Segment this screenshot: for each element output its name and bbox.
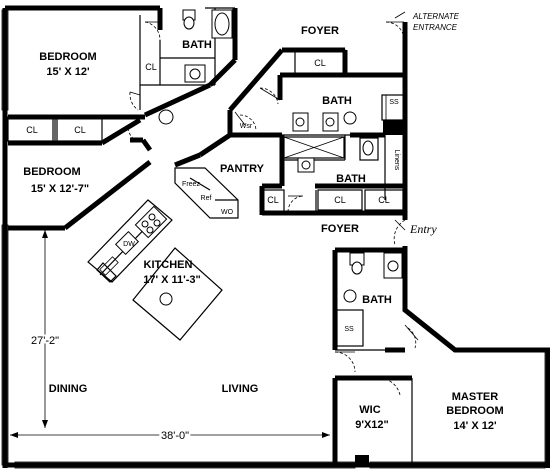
bedroom-1-size: 15' X 12' (46, 66, 90, 78)
dishwasher-label: DW (123, 241, 135, 248)
dimension-width: 38'-0" (161, 430, 189, 442)
pantry-area (174, 132, 285, 219)
freezer-label: Freez (182, 181, 200, 188)
foyer-lower-label: FOYER (321, 223, 359, 235)
bath-mid-area (227, 75, 405, 200)
refrigerator-label: Ref (201, 195, 212, 202)
washer-label: Wsr (240, 123, 253, 130)
bedroom-1-closets (7, 116, 103, 146)
entry-label: Entry (409, 222, 437, 236)
bedroom-1-name: BEDROOM (39, 51, 96, 63)
wall-oven-label: WO (221, 209, 234, 216)
pantry-label: PANTRY (220, 163, 265, 175)
kitchen-area (87, 199, 223, 341)
bath-top-label: BATH (182, 39, 212, 51)
bath-mid-label: BATH (322, 95, 352, 107)
alternate-entrance-line1: ALTERNATE (412, 12, 460, 21)
wic-size: 9'X12" (355, 419, 389, 431)
closet-bath-lower-a: CL (334, 195, 346, 205)
master-size: 14' X 12' (453, 420, 497, 432)
windows (1, 9, 550, 469)
dining-label: DINING (49, 383, 88, 395)
closet-pantry: CL (267, 195, 279, 205)
foyer-top-label: FOYER (301, 25, 339, 37)
shower-stall-master: SS (344, 326, 354, 333)
closet-bedroom-a: CL (26, 125, 38, 135)
bath-lower-area (261, 183, 405, 216)
closet-bedroom-b: CL (74, 125, 86, 135)
master-name-line1: MASTER (452, 391, 499, 403)
kitchen-size: 17' X 11'-3" (143, 274, 201, 286)
entry-door (393, 219, 406, 246)
master-name-line2: BEDROOM (446, 405, 503, 417)
foyer-top-area (280, 11, 406, 78)
dimension-lines (10, 230, 330, 438)
bath-top-fixtures (144, 9, 233, 83)
living-label: LIVING (222, 383, 259, 395)
closet-foyer-top: CL (314, 58, 326, 68)
closet-bath-lower-b: CL (378, 195, 390, 205)
bath-lower-label: BATH (336, 173, 366, 185)
alternate-entrance-line2: ENTRANCE (413, 23, 458, 32)
dimension-height: 27'-2" (31, 335, 59, 347)
bedroom-2-size: 15' X 12'-7" (31, 183, 89, 195)
linens-label: Linens (393, 150, 400, 171)
closet-bath-top: CL (145, 62, 157, 72)
master-suite-walls (332, 247, 419, 465)
bedroom-2-name: BEDROOM (23, 166, 80, 178)
bath-master-label: BATH (362, 294, 392, 306)
shower-stall-mid: SS (389, 99, 399, 106)
wic-name: WIC (359, 404, 380, 416)
kitchen-name: KITCHEN (144, 259, 193, 271)
